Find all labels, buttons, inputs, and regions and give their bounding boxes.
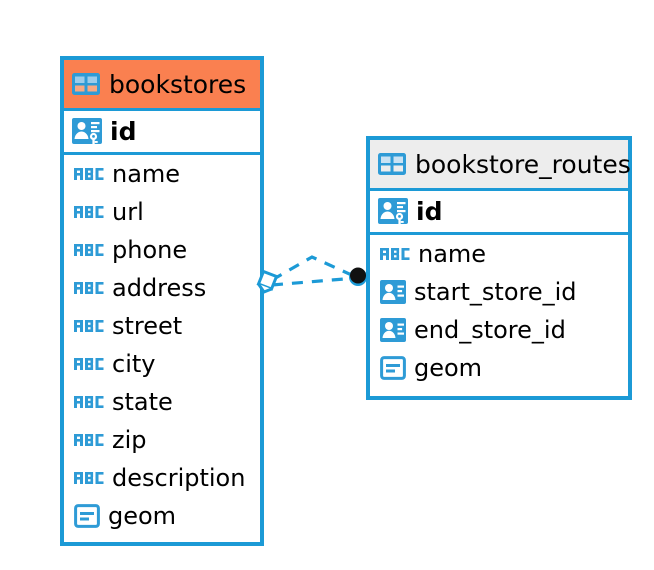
field-row[interactable]: state [64,383,260,421]
abc-text-icon [74,242,104,258]
field-row[interactable]: name [64,155,260,193]
entity-bookstores-title: bookstores [109,69,247,99]
field-row[interactable]: address [64,269,260,307]
field-label: name [418,240,487,268]
field-label: phone [112,236,188,264]
entity-bookstores-primary-key-label: id [110,117,137,146]
relationship-connector[interactable] [250,240,380,320]
relationship-line-lower [271,276,357,287]
field-row[interactable]: street [64,307,260,345]
field-label: zip [112,426,147,454]
filled-circle-marker [349,267,367,286]
field-row[interactable]: phone [64,231,260,269]
field-label: start_store_id [414,278,577,306]
field-row[interactable]: end_store_id [370,311,628,349]
field-label: geom [108,502,177,530]
field-row[interactable]: start_store_id [370,273,628,311]
field-label: geom [414,354,483,382]
foreign-key-icon [380,317,406,343]
field-row[interactable]: url [64,193,260,231]
field-label: city [112,350,156,378]
field-row[interactable]: city [64,345,260,383]
abc-text-icon [74,394,104,410]
entity-bookstores-primary-key-row[interactable]: id [64,108,260,155]
field-row[interactable]: geom [370,349,628,387]
field-row[interactable]: name [370,235,628,273]
table-icon [378,153,406,175]
relationship-line-upper [271,255,357,282]
field-label: address [112,274,207,302]
field-row[interactable]: geom [64,497,260,535]
primary-key-icon [378,197,408,227]
field-label: end_store_id [414,316,566,344]
entity-bookstore-routes-title: bookstore_routes [415,149,631,179]
geometry-icon [74,504,100,528]
field-label: name [112,160,181,188]
entity-bookstores-fields: name url phone address street city state zip des… [64,155,260,535]
table-icon [72,73,100,95]
abc-text-icon [74,280,104,296]
abc-text-icon [74,356,104,372]
abc-text-icon [74,318,104,334]
field-label: street [112,312,183,340]
entity-bookstore-routes-header[interactable]: bookstore_routes [370,140,631,188]
field-label: url [112,198,144,226]
abc-text-icon [380,246,410,262]
diamond-marker [256,269,279,294]
geometry-icon [380,356,406,380]
abc-text-icon [74,432,104,448]
abc-text-icon [74,166,104,182]
field-label: state [112,388,173,416]
entity-bookstore-routes-primary-key-label: id [416,197,443,226]
abc-text-icon [74,204,104,220]
entity-bookstore-routes-primary-key-row[interactable]: id [370,188,628,235]
foreign-key-icon [380,279,406,305]
field-label: description [112,464,246,492]
entity-bookstores[interactable]: bookstores [60,56,264,546]
entity-bookstores-header[interactable]: bookstores [64,60,260,108]
entity-bookstore-routes[interactable]: bookstore_routes [366,136,632,400]
abc-text-icon [74,470,104,486]
field-row[interactable]: description [64,459,260,497]
primary-key-icon [72,117,102,147]
field-row[interactable]: zip [64,421,260,459]
